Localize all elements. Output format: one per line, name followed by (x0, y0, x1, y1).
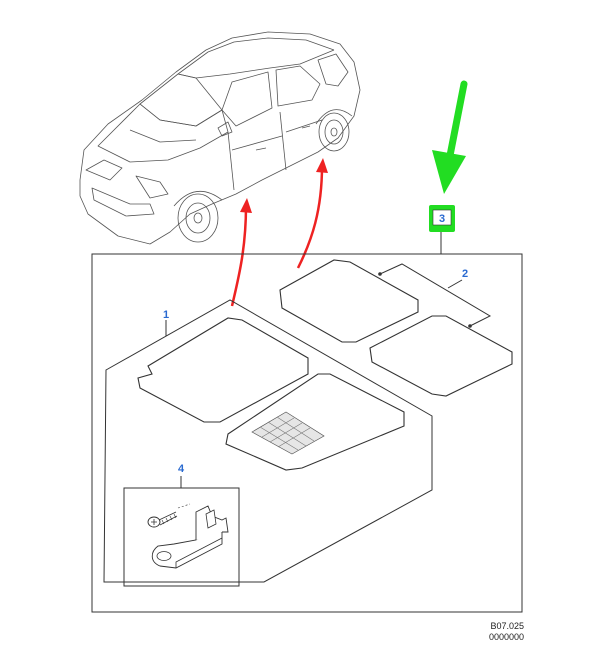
clip-bracket (151, 505, 229, 569)
pointer-arrow-head (432, 150, 466, 194)
fit-arrow-front (230, 205, 248, 307)
fit-arrow-rear-head (316, 158, 328, 173)
front-mat-passenger (225, 373, 405, 471)
reference-code: B07.025 (490, 621, 524, 631)
front-mat-driver (137, 317, 309, 423)
rear-mat-right (369, 315, 513, 397)
callout-3-inner (432, 209, 452, 226)
rear-mat-dot-2 (468, 324, 472, 328)
car-illustration (79, 31, 361, 245)
rear-mat-dot-1 (378, 272, 382, 276)
heel-pad-grid (251, 411, 325, 455)
fit-arrow-front-head (240, 198, 252, 213)
callout-2-leader (447, 279, 463, 289)
front-mat-group-outline (103, 299, 433, 583)
fit-arrow-rear (296, 165, 324, 269)
callout-4-label: 4 (178, 463, 185, 475)
clip-screw (147, 503, 191, 528)
callout-2-label: 2 (462, 268, 468, 280)
rear-mat-left (279, 259, 419, 343)
rear-mat-group-outline (379, 263, 492, 327)
set-frame (91, 253, 523, 613)
callout-3-label: 3 (439, 213, 445, 225)
callout-1-label: 1 (163, 309, 169, 321)
reference-number: 0000000 (489, 632, 524, 642)
